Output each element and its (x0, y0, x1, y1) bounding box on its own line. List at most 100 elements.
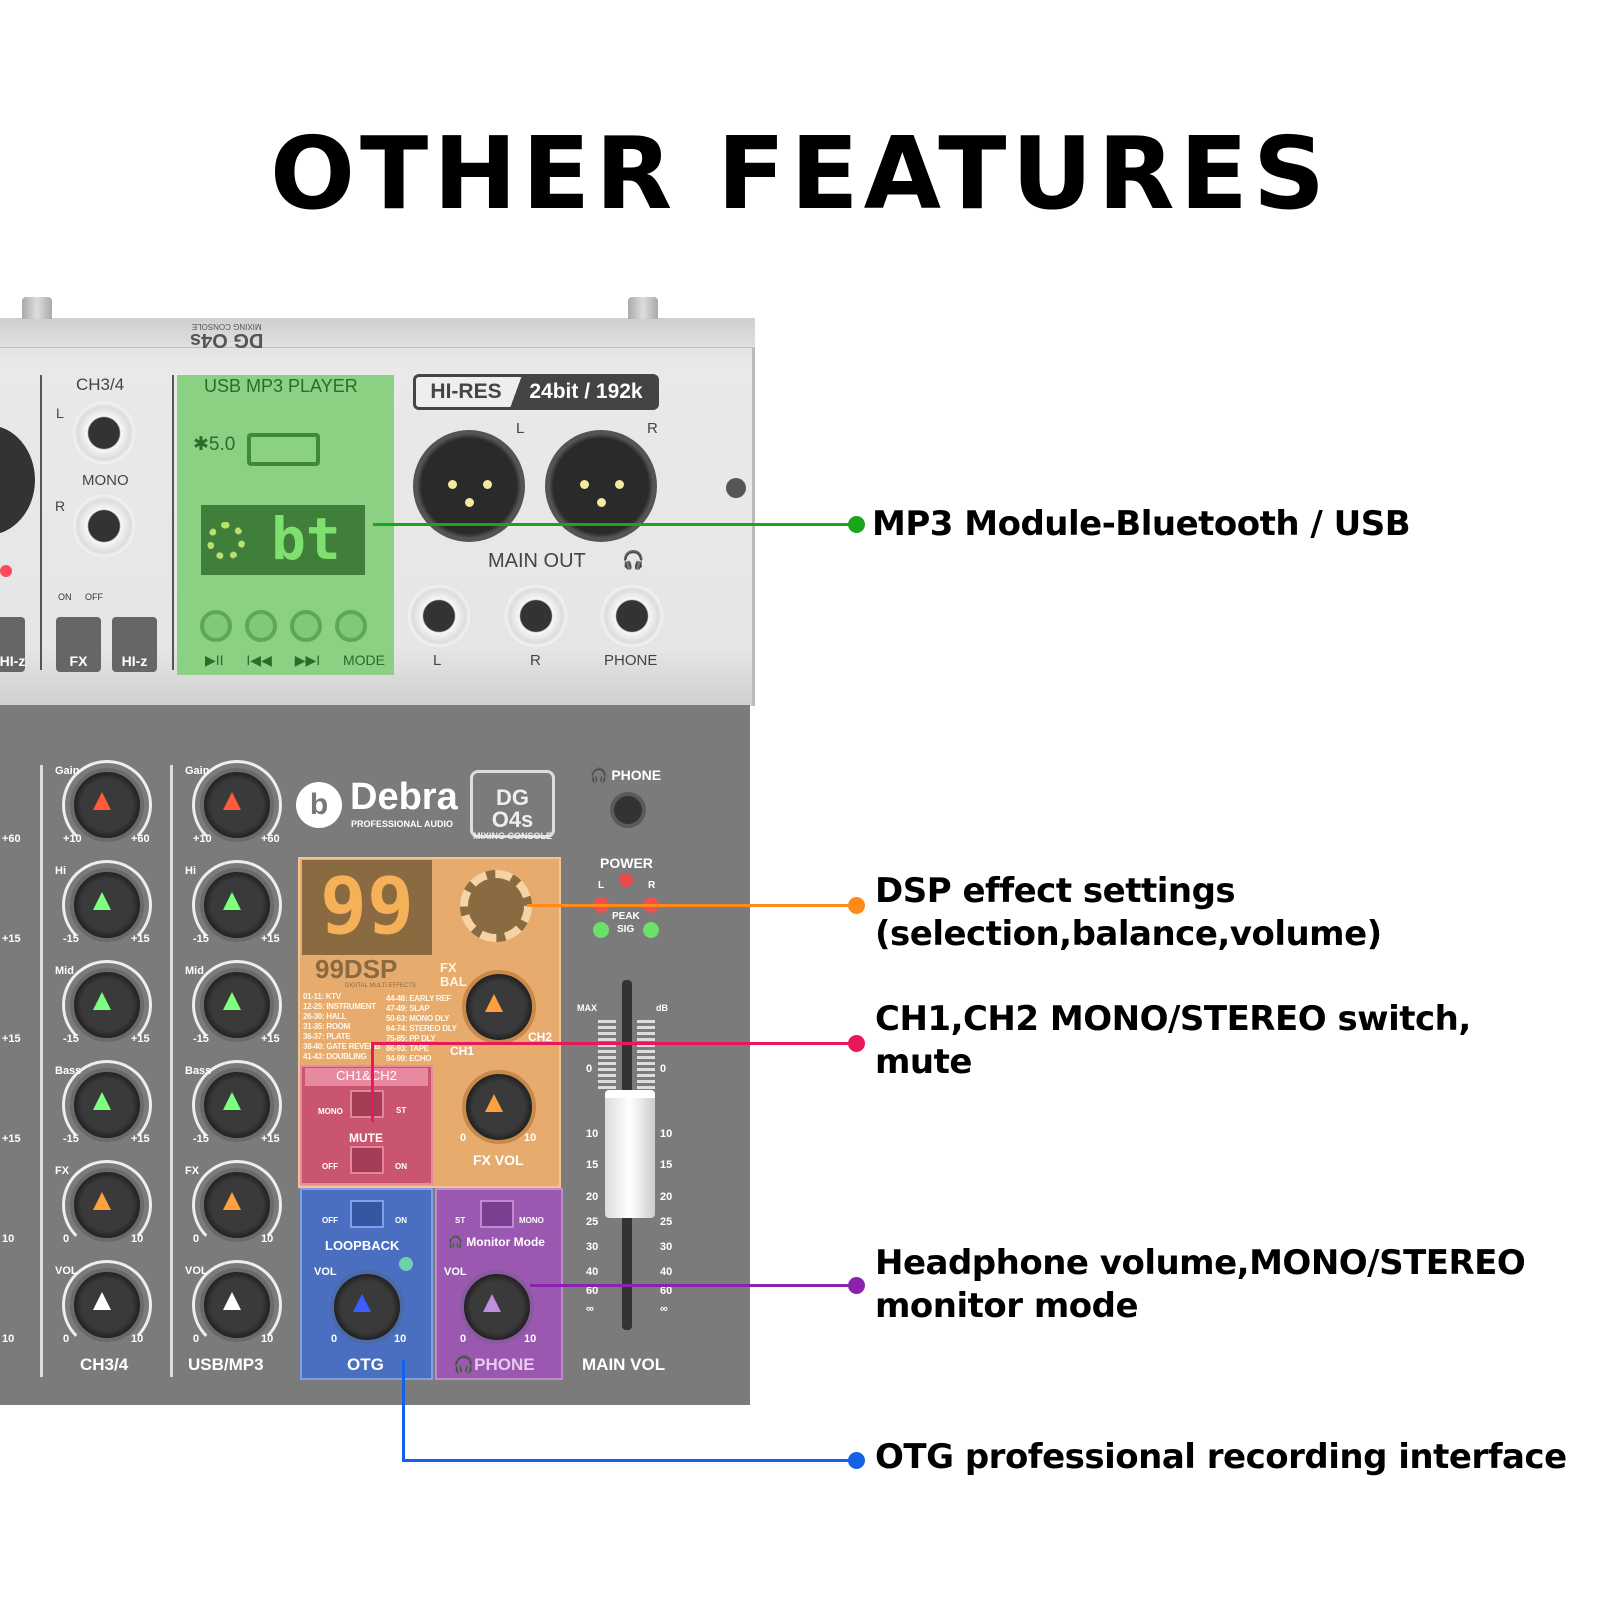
phone-volume-knob[interactable] (460, 1270, 534, 1344)
front-phone-jack[interactable] (610, 792, 646, 828)
play-pause-button[interactable] (200, 610, 232, 642)
dsp-effect-selector[interactable] (460, 870, 532, 942)
knob-label: Bass (185, 1065, 212, 1077)
knob-max-label: 10 (2, 1233, 15, 1245)
otg-volume-knob[interactable] (330, 1270, 404, 1344)
knob-max-label: +15 (131, 1033, 150, 1045)
fader-scale-label: ∞ (660, 1303, 668, 1315)
knob-min-label: 0 (63, 1233, 70, 1245)
loopback-switch[interactable] (350, 1200, 384, 1228)
phone-jack[interactable] (601, 585, 663, 647)
divider (172, 375, 174, 670)
fader-scale-label: 25 (586, 1216, 599, 1228)
knob-scale-arc (62, 1160, 152, 1250)
knob-max-label: 10 (2, 1333, 15, 1345)
previous-label: I◀◀ (246, 652, 272, 668)
ch34-name: CH3/4 (80, 1355, 129, 1374)
power-led (619, 873, 633, 887)
ch4-jack[interactable] (73, 495, 135, 557)
otg-led (399, 1257, 413, 1271)
knob-max-label: +15 (2, 933, 21, 945)
channel-knob[interactable] (200, 1268, 274, 1342)
knob-max-label: 10 (261, 1333, 274, 1345)
channel-knob[interactable] (70, 968, 144, 1042)
mp3-title: USB MP3 PLAYER (204, 376, 358, 396)
dsp-display: 99 (302, 860, 432, 955)
loopback-label: LOOPBACK (325, 1238, 400, 1253)
knob-max-label: +15 (2, 1133, 21, 1145)
fx-vol-label: FX VOL (473, 1152, 524, 1168)
knob-scale-arc (192, 1260, 282, 1350)
knob-scale-arc (192, 960, 282, 1050)
knob-scale-arc (192, 1060, 282, 1150)
monitor-mono-label: MONO (519, 1216, 544, 1225)
jack-l-label: L (56, 405, 64, 421)
st-label: ST (396, 1106, 407, 1115)
knob-min-label: -15 (193, 1133, 209, 1145)
spectrum-icon (207, 522, 245, 560)
mute-switch[interactable] (350, 1146, 384, 1174)
switch-callout-line (371, 1042, 856, 1045)
knob-max-label: +15 (261, 1033, 280, 1045)
headphone-icon: 🎧 (590, 767, 608, 783)
knob-min-label: -15 (63, 933, 79, 945)
main-out-label: MAIN OUT (488, 550, 586, 572)
previous-button[interactable] (245, 610, 277, 642)
ch3-jack[interactable] (73, 402, 135, 464)
dsp-callout-dot (848, 897, 865, 914)
mono-label: MONO (82, 472, 129, 489)
fx-balance-knob[interactable] (462, 970, 536, 1044)
channel-knob[interactable] (200, 968, 274, 1042)
loopback-off-label: OFF (322, 1216, 338, 1225)
fader-scale-label: 30 (660, 1241, 673, 1253)
main-volume-fader[interactable] (605, 1090, 655, 1218)
mono-stereo-switch[interactable] (350, 1090, 384, 1118)
switch-callout-line (371, 1042, 374, 1122)
fx-switch[interactable]: FX (56, 617, 101, 672)
fader-scale-label: ∞ (586, 1303, 594, 1315)
dsp-logo: 99DSP (315, 954, 398, 984)
mp3-callout-line (373, 523, 856, 526)
meter-r-label: R (648, 880, 656, 891)
switch-callout-text: CH1,CH2 MONO/STEREO switch,mute (875, 999, 1471, 1082)
channel-knob[interactable] (200, 1068, 274, 1142)
usb-port[interactable] (247, 433, 320, 466)
knob-scale-arc (62, 960, 152, 1050)
fader-scale-label: 0 (586, 1063, 593, 1075)
channel-knob[interactable] (70, 768, 144, 842)
main-out-jack-right[interactable] (505, 585, 567, 647)
peak-label: PEAK (612, 911, 640, 922)
power-label: POWER (600, 855, 653, 871)
main-out-jack-left[interactable] (408, 585, 470, 647)
channel-knob[interactable] (200, 768, 274, 842)
knob-scale-arc (62, 1060, 152, 1150)
out-l-label: L (433, 652, 442, 669)
channel-knob[interactable] (200, 1168, 274, 1242)
sig-label: SIG (617, 924, 635, 935)
monitor-st-label: ST (455, 1216, 466, 1225)
monitor-mode-switch[interactable] (480, 1200, 514, 1228)
otg-callout-line (402, 1360, 405, 1462)
hiz-switch[interactable]: HI-z (112, 617, 157, 672)
knob-max-label: 10 (261, 1233, 274, 1245)
meter-left (598, 1020, 616, 1090)
model-badge: DG O4s MIXING CONSOLE (470, 770, 555, 841)
brand-name: Debra (350, 776, 458, 818)
channel-knob[interactable] (70, 868, 144, 942)
mode-button[interactable] (335, 610, 367, 642)
mode-label: MODE (343, 652, 385, 668)
channel-knob[interactable] (70, 1268, 144, 1342)
fx-volume-knob[interactable] (462, 1070, 536, 1144)
channel-knob[interactable] (70, 1168, 144, 1242)
knob-scale-arc (62, 760, 152, 850)
ground-screw (726, 478, 746, 498)
next-button[interactable] (290, 610, 322, 642)
otg-callout-line (402, 1459, 856, 1462)
hiz-switch-cut[interactable]: HI-z (0, 617, 25, 672)
out-r-label: R (530, 652, 541, 669)
mute-on-label: ON (395, 1162, 407, 1171)
channel-knob[interactable] (70, 1068, 144, 1142)
knob-label: Mid (185, 965, 204, 977)
mono-label: MONO (318, 1107, 343, 1116)
channel-knob[interactable] (200, 868, 274, 942)
